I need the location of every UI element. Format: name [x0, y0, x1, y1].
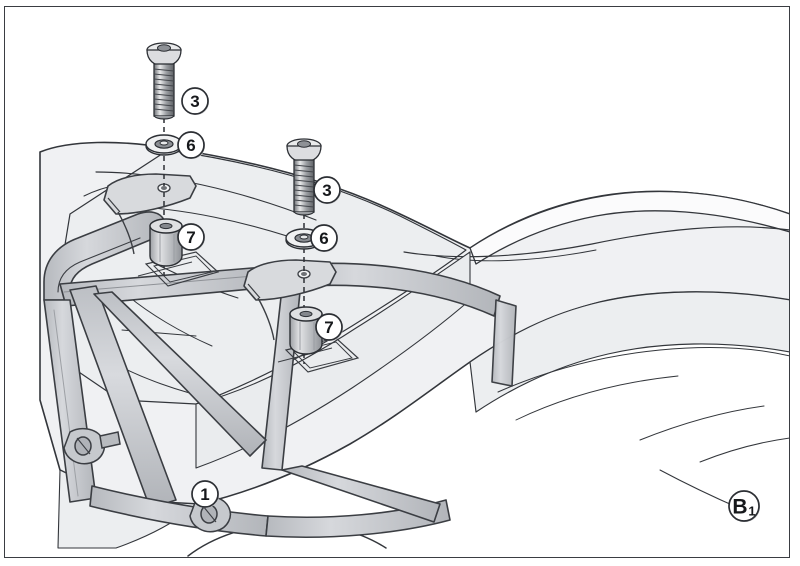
- callout-label: 1: [200, 485, 209, 504]
- callout-label: 6: [186, 136, 195, 155]
- spacer-right: [289, 306, 323, 355]
- callout-label: 3: [190, 92, 199, 111]
- callout-6-c6-left: 6: [177, 131, 205, 159]
- callout-layer: 3 6 7 3 6 7 1: [177, 87, 343, 508]
- bracket-plate-left: [103, 173, 197, 255]
- bracket-plate-right: [243, 259, 337, 341]
- callout-7-c7-right: 7: [315, 313, 343, 341]
- callout-7-c7-left: 7: [177, 223, 205, 251]
- callout-label: 3: [322, 181, 331, 200]
- figure-label-subscript: 1: [748, 504, 755, 519]
- bolt-right: [286, 138, 322, 216]
- callout-3-c3-right: 3: [313, 176, 341, 204]
- callout-label: 7: [324, 318, 333, 337]
- callout-3-c3-left: 3: [181, 87, 209, 115]
- bolt-left: [146, 42, 182, 120]
- callout-6-c6-right: 6: [310, 224, 338, 252]
- washer-left: [145, 134, 183, 156]
- callout-label: 6: [319, 229, 328, 248]
- callout-1-c1: 1: [191, 480, 219, 508]
- spacer-left: [149, 218, 183, 267]
- carrier-upper-mount: [63, 427, 121, 465]
- callout-label: 7: [186, 228, 195, 247]
- figure-label-letter: B: [732, 496, 747, 519]
